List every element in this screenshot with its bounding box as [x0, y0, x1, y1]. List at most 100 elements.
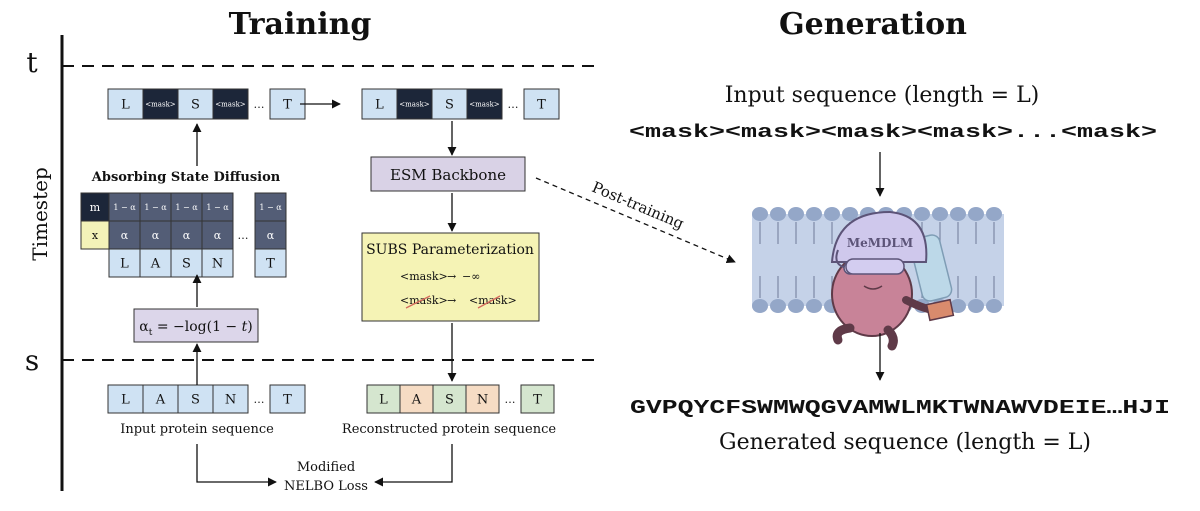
arrow-reconstructed-to-loss: [374, 444, 453, 487]
reconstructed_seq-token-2-cell: [432, 384, 467, 414]
lipid-head: [842, 207, 858, 221]
absorbing-token-1-label: A: [150, 257, 161, 272]
input_seq-token-3-label: N: [225, 393, 236, 408]
absorbing-token-2-label: S: [182, 257, 191, 272]
lipid-heads: [752, 207, 1002, 313]
arrow-input-to-loss: [196, 444, 277, 487]
lipid-head: [806, 207, 822, 221]
noised_left-token-2-cell: [177, 88, 214, 120]
mascot-smile: [863, 285, 883, 290]
noised_left-token-2-label: S: [191, 98, 200, 113]
alpha-schedule-formula: αt = −log(1 − t): [139, 319, 252, 338]
input_seq-token-0-cell: [107, 384, 144, 414]
absorbing-m-last-label: 1 − α: [259, 203, 282, 212]
absorbing-ellipsis: …: [238, 229, 249, 242]
input_seq-token-1-cell: [142, 384, 179, 414]
absorbing-x-last-label: α: [267, 229, 275, 242]
lipid-head: [968, 299, 984, 313]
input_seq-token-0-label: L: [121, 393, 130, 408]
absorbing-m-last-cell: [254, 192, 287, 222]
lipid-head: [824, 207, 840, 221]
absorbing-x-0-label: α: [121, 229, 129, 242]
absorbing-token-3-label: N: [212, 257, 223, 272]
timestep-top-label: t: [26, 46, 38, 79]
reconstructed_seq-token-5-cell: [520, 384, 555, 414]
timestep-bottom-label: s: [25, 344, 39, 377]
absorbing-x-last-cell: [254, 220, 287, 250]
subs-strike-2: [477, 295, 501, 309]
absorbing-token-0-cell: [108, 248, 141, 278]
input_seq-ellipsis: …: [254, 393, 265, 406]
input_seq-token-1-label: A: [155, 393, 166, 408]
mascot-hat-label: MeMDLM: [847, 236, 913, 250]
absorbing-x-1-label: α: [152, 229, 160, 242]
input_seq-token-3-cell: [212, 384, 249, 414]
reconstructed_seq-token-3-label: N: [477, 393, 488, 408]
generation-heading: Generation: [779, 7, 967, 42]
absorbing-x-3-label: α: [214, 229, 222, 242]
reconstructed_seq-token-5-label: T: [533, 393, 542, 408]
noised_right-token-3-label: <mask>: [469, 101, 500, 109]
lipid-head: [752, 207, 768, 221]
absorbing-x-3-cell: [201, 220, 234, 250]
subs-rule-1-to: −∞: [462, 270, 480, 283]
input_seq-token-2-label: S: [191, 393, 200, 408]
absorbing-m-0-cell: [108, 192, 141, 222]
lipid-head: [986, 207, 1002, 221]
noised_left-token-3-cell: [212, 88, 249, 120]
lipid-head: [788, 207, 804, 221]
mascot-sleep-mask: [845, 258, 905, 275]
generated-sequence-title: Generated sequence (length = L): [719, 430, 1091, 455]
noised_right-ellipsis: …: [508, 98, 519, 111]
absorbing-x-2-label: α: [183, 229, 191, 242]
subs-rule-1-from: <mask>: [400, 270, 448, 283]
input_seq-token-5-cell: [269, 384, 306, 414]
alpha-schedule-box: [133, 308, 259, 343]
lipid-head: [788, 299, 804, 313]
subs-rule-2-from: <mask>: [400, 294, 448, 307]
lipid-head: [932, 207, 948, 221]
absorbing-m-2-label: 1 − α: [175, 203, 198, 212]
reconstructed_seq-token-1-cell: [399, 384, 434, 414]
input_seq-token-5-label: T: [283, 393, 292, 408]
input-sequence-title: Input sequence (length = L): [725, 83, 1040, 108]
loss-label-line-1: Modified: [297, 460, 355, 475]
noised_left-token-5-cell: [269, 88, 306, 120]
absorbing-row-x-header-label: x: [92, 229, 99, 242]
lipid-head: [968, 207, 984, 221]
noised_left-token-5-label: T: [283, 98, 292, 113]
input-mask-sequence: <mask><mask><mask><mask>...<mask>: [629, 123, 1157, 143]
mascot-leg-right: [883, 325, 898, 351]
lipid-head: [950, 207, 966, 221]
absorbing-token-last-cell: [254, 248, 287, 278]
reconstructed_seq-ellipsis: …: [505, 393, 516, 406]
subs-title: SUBS Parameterization: [366, 242, 534, 258]
absorbing-row-x-header-cell: [80, 220, 110, 250]
lipid-head: [986, 299, 1002, 313]
noised_right-token-5-label: T: [537, 98, 546, 113]
noised_right-token-1-label: <mask>: [399, 101, 430, 109]
reconstructed_seq-token-2-label: S: [445, 393, 454, 408]
timestep-axis-label: Timestep: [28, 167, 52, 260]
post-training-arrow: [535, 177, 736, 264]
absorbing-m-1-label: 1 − α: [144, 203, 167, 212]
mascot-leg-left: [832, 323, 855, 345]
subs-rule-2-arrow: →: [447, 294, 456, 307]
memdlm-mascot: MeMDLM: [830, 210, 955, 351]
reconstructed_seq-token-0-cell: [366, 384, 401, 414]
lipid-head: [770, 207, 786, 221]
noised_left-ellipsis: …: [254, 98, 265, 111]
lipid-head: [914, 207, 930, 221]
subs-rule-1-arrow: →: [447, 270, 456, 283]
absorbing-m-1-cell: [139, 192, 172, 222]
esm-backbone-box: [370, 156, 526, 192]
noised_right-token-5-cell: [523, 88, 560, 120]
reconstructed_seq-token-0-label: L: [379, 393, 388, 408]
absorbing-token-0-label: L: [120, 257, 129, 272]
noised_right-token-0-label: L: [375, 98, 384, 113]
subs-parameterization-box: [361, 232, 540, 322]
noised_right-token-2-label: S: [445, 98, 454, 113]
noised_left-token-0-cell: [107, 88, 144, 120]
